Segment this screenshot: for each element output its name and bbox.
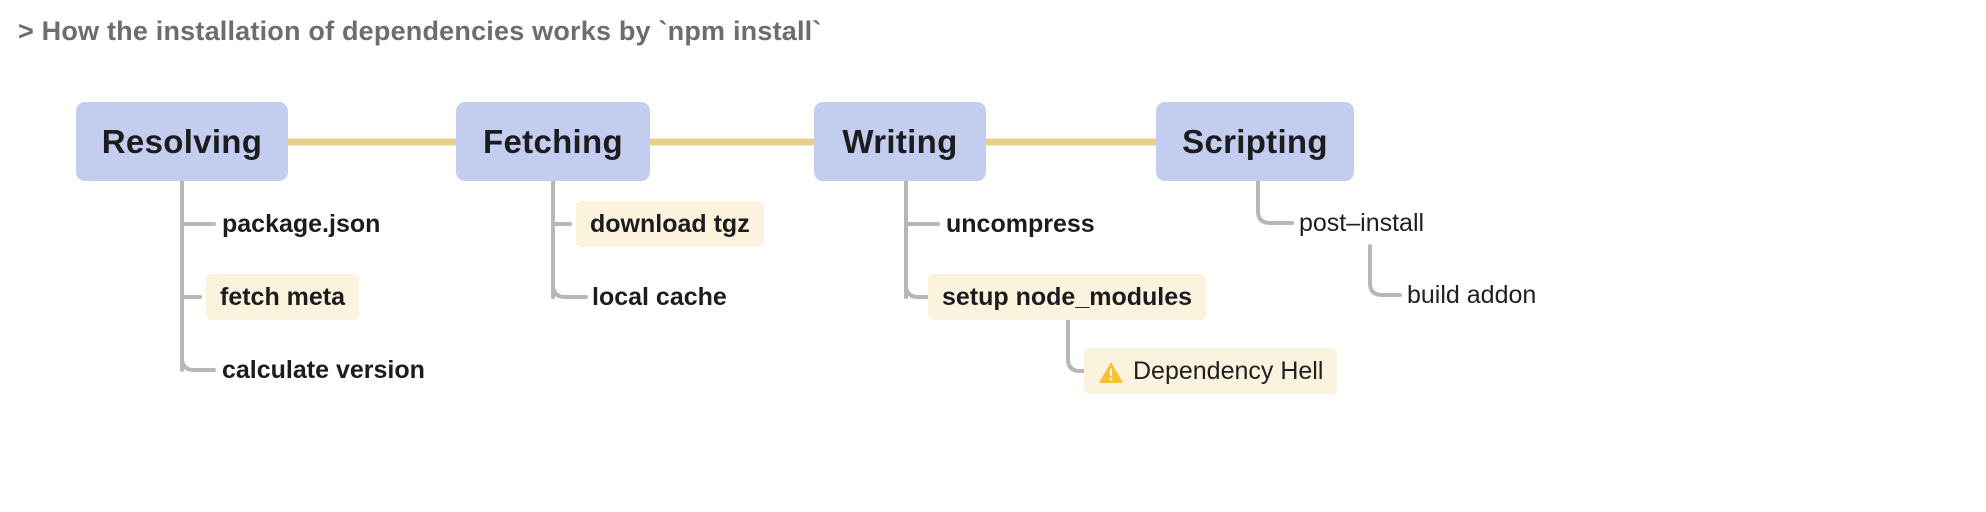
stage-box-writing[interactable]: Writing xyxy=(814,102,986,181)
stage-box-fetching[interactable]: Fetching xyxy=(456,102,650,181)
leaf-build-addon[interactable]: build addon xyxy=(1407,272,1536,318)
leaf-label: fetch meta xyxy=(220,282,346,311)
leaf-post-install[interactable]: post–install xyxy=(1299,200,1424,246)
stage-label-resolving: Resolving xyxy=(101,122,263,160)
leaf-setup-node-modules[interactable]: setup node_modules xyxy=(928,274,1207,320)
leaf-dependency-hell[interactable]: Dependency Hell xyxy=(1084,348,1338,394)
leaf-label: package.json xyxy=(222,209,381,238)
leaf-uncompress[interactable]: uncompress xyxy=(946,201,1095,247)
stage-box-resolving[interactable]: Resolving xyxy=(76,102,288,181)
leaf-package-json[interactable]: package.json xyxy=(222,201,380,247)
stage-label-scripting: Scripting xyxy=(1182,122,1328,160)
stage-label-writing: Writing xyxy=(842,122,958,160)
leaf-label: post–install xyxy=(1299,208,1425,237)
leaf-label: setup node_modules xyxy=(942,282,1193,311)
stage-box-scripting[interactable]: Scripting xyxy=(1156,102,1354,181)
leaf-label: calculate version xyxy=(222,355,425,384)
warning-icon xyxy=(1098,359,1124,385)
leaf-label: build addon xyxy=(1407,280,1537,309)
leaf-download-tgz[interactable]: download tgz xyxy=(576,201,764,247)
leaf-local-cache[interactable]: local cache xyxy=(592,274,727,320)
leaf-label: uncompress xyxy=(946,209,1095,238)
stage-label-fetching: Fetching xyxy=(483,122,623,160)
leaf-label: local cache xyxy=(592,282,727,311)
page-title: > How the installation of dependencies w… xyxy=(18,16,822,46)
leaf-label: download tgz xyxy=(590,209,750,238)
leaf-calculate-version[interactable]: calculate version xyxy=(222,347,425,393)
leaf-label: Dependency Hell xyxy=(1133,356,1324,385)
leaf-fetch-meta[interactable]: fetch meta xyxy=(206,274,360,320)
